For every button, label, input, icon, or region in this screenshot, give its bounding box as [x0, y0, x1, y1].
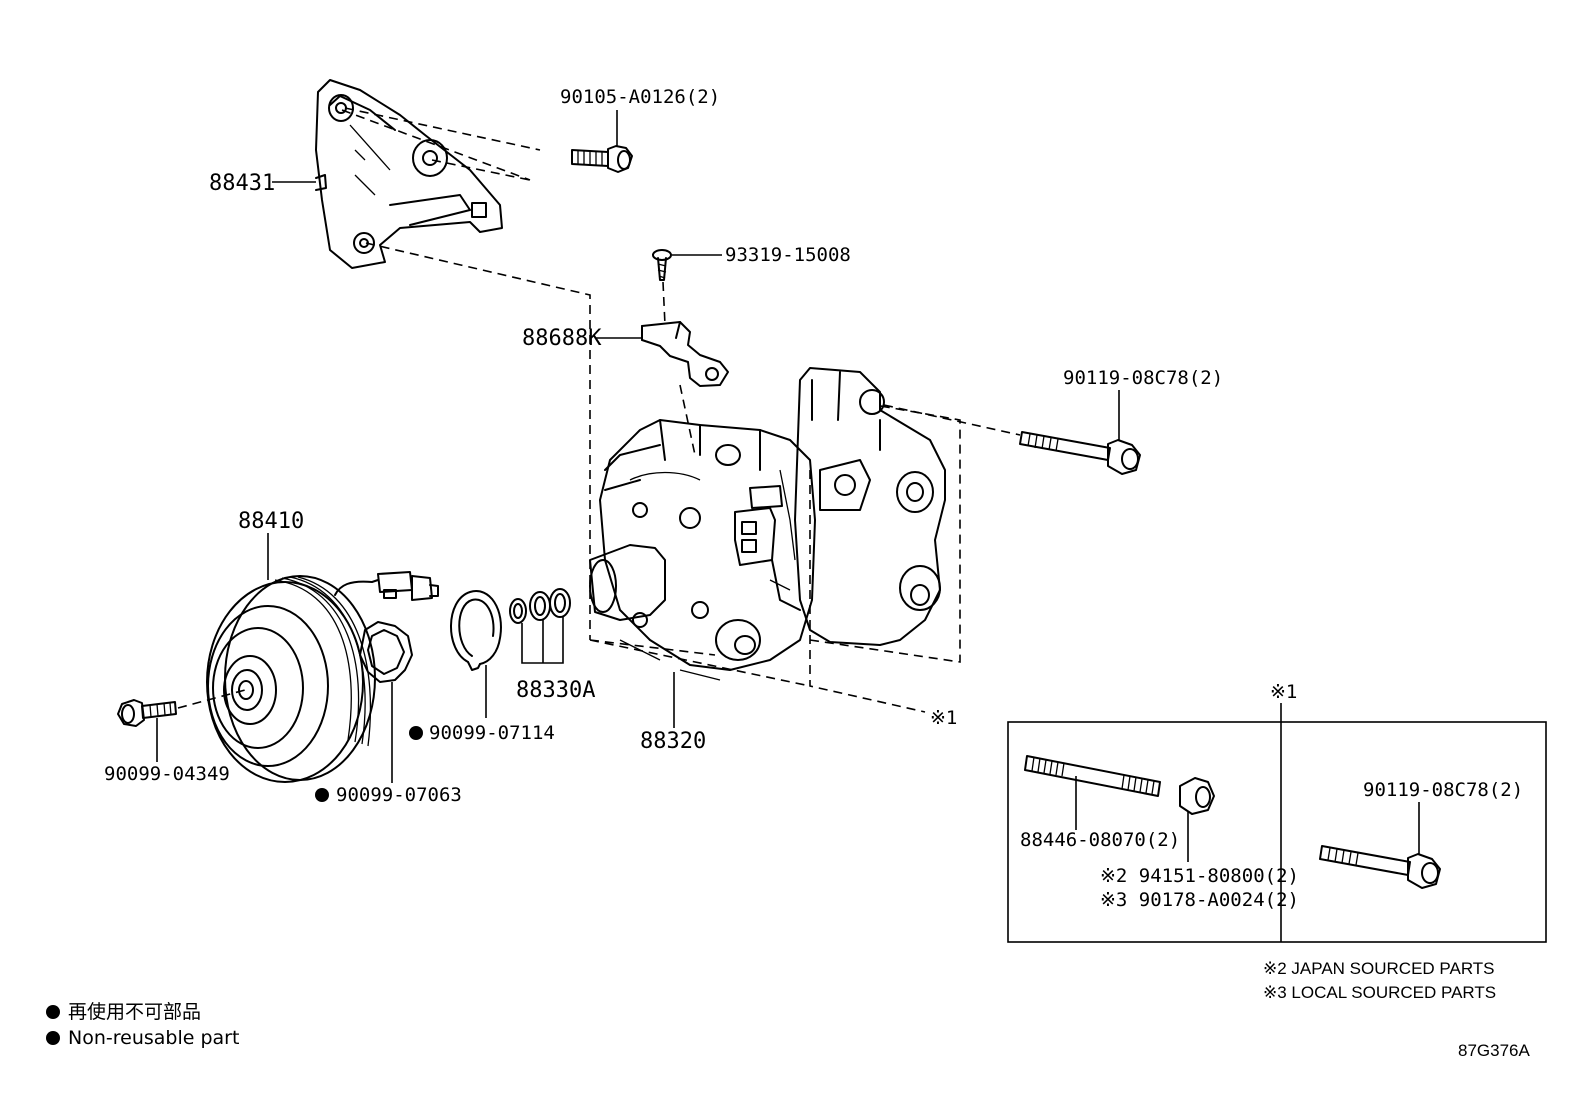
- stud-88446[interactable]: [1024, 755, 1161, 797]
- screw-93319[interactable]: [652, 249, 672, 281]
- label-88320: 88320: [640, 729, 706, 754]
- align-clutch-bolt: [177, 689, 246, 709]
- legend-dot-jp: [46, 1005, 60, 1019]
- o-rings-88330a[interactable]: [509, 588, 571, 624]
- note-japan-sourced: ※2 JAPAN SOURCED PARTS: [1263, 959, 1495, 978]
- legend-text-jp: 再使用不可部品: [68, 1001, 201, 1023]
- align-bracket-compressor: [365, 242, 591, 640]
- label-90099-04349: 90099-04349: [104, 763, 230, 785]
- label-90099-07063: 90099-07063: [336, 784, 462, 806]
- note-local-sourced: ※3 LOCAL SOURCED PARTS: [1263, 983, 1496, 1002]
- clip-88688k[interactable]: [641, 321, 729, 387]
- label-90099-07114: 90099-07114: [429, 722, 555, 744]
- align-bolt-90119: [883, 404, 1021, 436]
- align-clip: [679, 384, 696, 456]
- label-88688k: 88688K: [522, 326, 602, 351]
- label-ref1-main: ※1: [930, 707, 957, 729]
- bolt-90119-box[interactable]: [1319, 845, 1441, 889]
- bolt-90099-04349[interactable]: [117, 699, 177, 727]
- label-nut-local: ※3 90178-A0024(2): [1100, 889, 1299, 911]
- legend-text-en: Non-reusable part: [68, 1027, 239, 1049]
- label-90105: 90105-A0126(2): [560, 86, 720, 108]
- label-nut-japan: ※2 94151-80800(2): [1100, 865, 1299, 887]
- detail-box-frame: [1007, 721, 1547, 943]
- bolt-90119-main[interactable]: [1019, 431, 1141, 475]
- align-screw: [662, 281, 666, 326]
- label-93319: 93319-15008: [725, 244, 851, 266]
- label-stud-88446: 88446-08070(2): [1020, 829, 1180, 851]
- compressor-88320[interactable]: [589, 367, 946, 681]
- label-ref1-box: ※1: [1270, 681, 1297, 703]
- leader-88330a: [521, 617, 564, 664]
- magnetic-clutch-88410[interactable]: [206, 571, 439, 783]
- label-88410: 88410: [238, 509, 304, 534]
- legend-dot-en: [46, 1031, 60, 1045]
- non-reusable-mark-07063: [315, 788, 329, 802]
- diagram-code: 87G376A: [1458, 1041, 1530, 1060]
- label-90119-main: 90119-08C78(2): [1063, 367, 1223, 389]
- bolt-90105[interactable]: [571, 145, 633, 173]
- snap-ring-90099-07114[interactable]: [450, 590, 502, 671]
- align-compressor-front: [589, 639, 811, 687]
- align-compressor-ref: [809, 470, 926, 713]
- align-bracket-bolt: [341, 107, 541, 181]
- nut-94151[interactable]: [1179, 777, 1215, 815]
- label-88330a: 88330A: [516, 678, 595, 703]
- bracket-88431[interactable]: [315, 79, 503, 269]
- non-reusable-mark-07114: [409, 726, 423, 740]
- shim-90099-07063[interactable]: [359, 621, 413, 683]
- label-88431: 88431: [209, 171, 275, 196]
- label-bolt-90119-box: 90119-08C78(2): [1363, 779, 1523, 801]
